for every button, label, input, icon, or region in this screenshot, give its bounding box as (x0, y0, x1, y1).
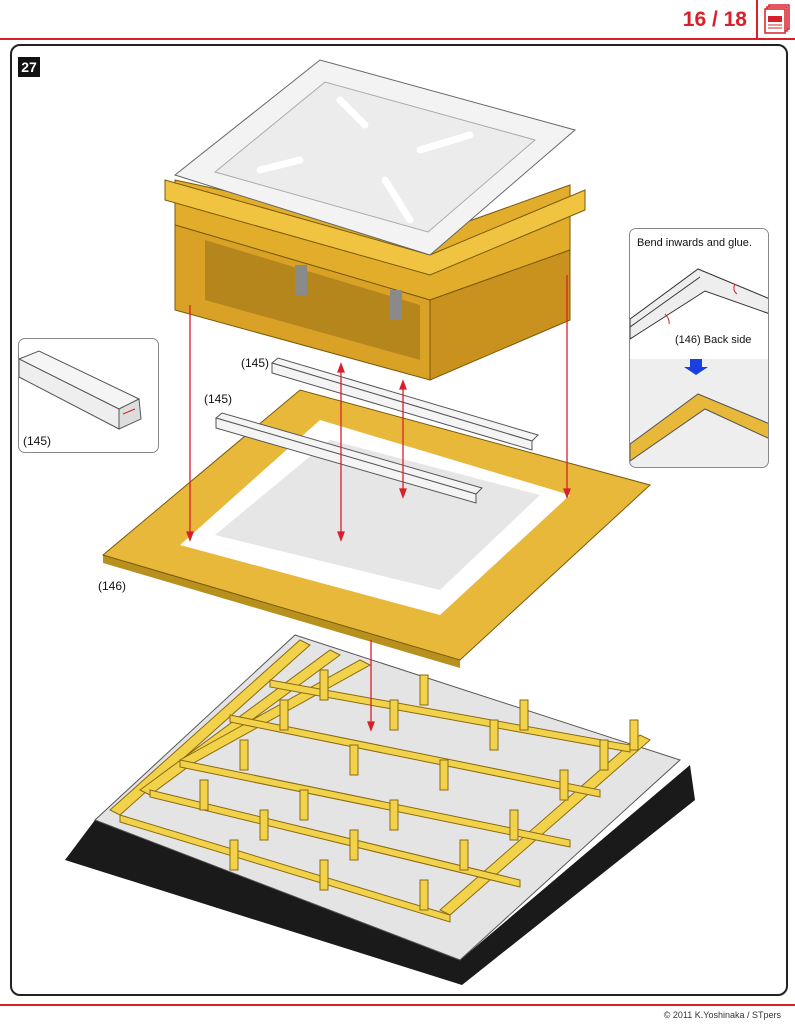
part-label-145-lower: (145) (204, 392, 233, 406)
part-label-146: (146) (98, 579, 127, 593)
bar-detail-illustration (19, 350, 142, 430)
page-indicator: 16 / 18 (682, 8, 747, 31)
callout-part-146-back: Bend inwards and glue. (146) Back side (629, 228, 769, 468)
header-separator (756, 0, 758, 39)
bend-detail-illustration (630, 268, 768, 462)
building-body (164, 59, 586, 381)
bend-instruction: Bend inwards and glue. (637, 237, 752, 249)
part-label-145-upper: (145) (241, 356, 270, 370)
header-rule (0, 38, 795, 40)
callout-part-145: (145) (18, 338, 159, 453)
step-number: 27 (18, 57, 40, 77)
pillar-grid (109, 639, 651, 923)
foundation-base (65, 634, 695, 985)
bar-145 (214, 357, 539, 504)
callout-label-145: (145) (23, 434, 52, 448)
assembly-arrows (186, 275, 571, 732)
floor-panel-146 (101, 389, 652, 668)
content-frame (10, 44, 788, 996)
pages-menu-icon[interactable] (763, 4, 791, 34)
back-side-label: (146) Back side (675, 334, 752, 346)
footer-rule (0, 1004, 795, 1006)
copyright: © 2011 K.Yoshinaka / STpers (663, 1010, 781, 1020)
